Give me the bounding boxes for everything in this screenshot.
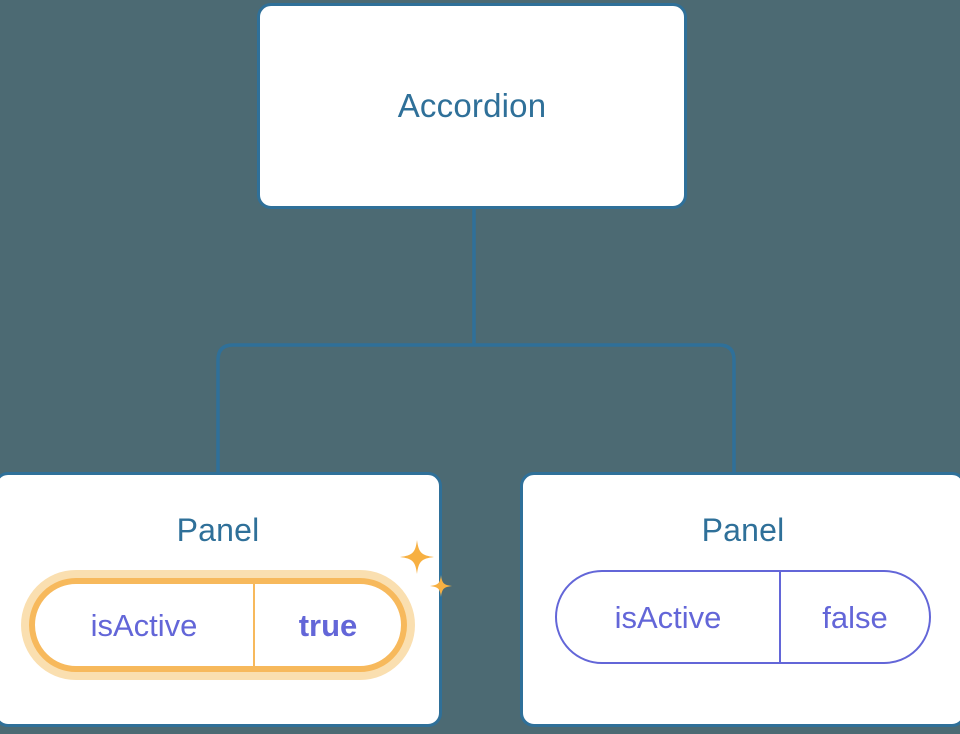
- node-panel-active-title: Panel: [176, 512, 260, 548]
- prop-pill-active[interactable]: isActive true: [29, 578, 407, 673]
- node-accordion-title: Accordion: [397, 86, 547, 124]
- connector-branch-bar: [216, 343, 736, 472]
- prop-pill-active-wrap: isActive true: [21, 540, 452, 681]
- prop-key-isactive-true: isActive: [90, 607, 198, 643]
- sparkle-large-icon: [400, 540, 434, 575]
- prop-key-isactive-false: isActive: [614, 599, 722, 635]
- node-panel-inactive[interactable]: Panel isActive false: [520, 472, 960, 727]
- prop-pill-highlight-ring: isActive true: [21, 570, 415, 681]
- prop-value-false: false: [779, 572, 929, 663]
- node-panel-active[interactable]: Panel isActive true: [0, 472, 452, 727]
- node-panel-inactive-title: Panel: [701, 512, 785, 548]
- sparkle-small-icon: [430, 575, 452, 598]
- prop-pill-inactive[interactable]: isActive false: [555, 570, 931, 665]
- prop-value-true: true: [253, 584, 401, 667]
- node-accordion[interactable]: Accordion: [257, 3, 687, 209]
- prop-pill-inactive-wrap: isActive false: [555, 570, 931, 665]
